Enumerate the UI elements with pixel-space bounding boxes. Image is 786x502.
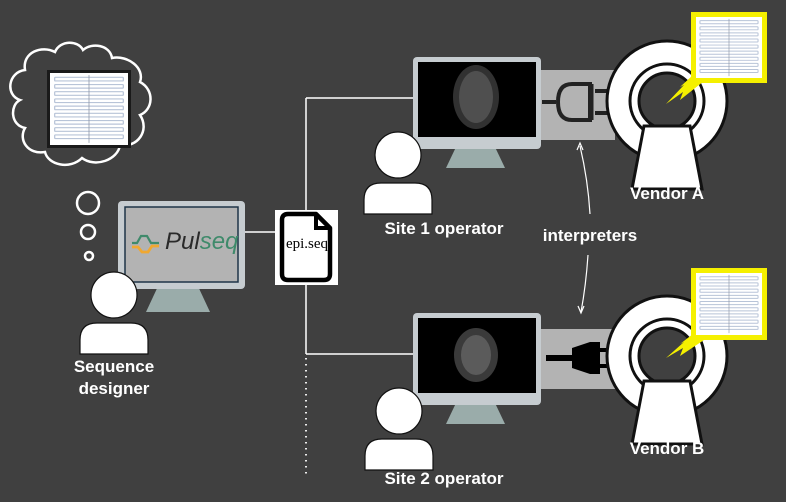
thought-cloud (9, 41, 152, 262)
sequence-diagram-thought (47, 70, 131, 148)
interpreters-label: interpreters (542, 226, 638, 245)
vendor-a-sequence-doc (666, 12, 767, 104)
site1-monitor (413, 57, 615, 168)
site2-operator-label: Site 2 operator (384, 469, 504, 488)
seq-file-icon (275, 210, 338, 285)
seq-file-name: epi.seq (285, 236, 329, 252)
vendor-b-label: Vendor B (629, 439, 705, 458)
vendor-a-label: Vendor A (630, 184, 704, 203)
interpreter-arrows (576, 141, 591, 315)
site1-operator-label: Site 1 operator (384, 219, 504, 238)
designer-label-line2: designer (78, 379, 150, 398)
pulseq-text-part1: Pul (165, 228, 200, 255)
vendor-b-sequence-doc (666, 268, 767, 358)
site2-monitor (413, 313, 615, 424)
pulseq-text-part2: seq (199, 228, 239, 255)
designer-monitor (118, 201, 245, 312)
designer-label-line1: Sequence (73, 357, 155, 376)
pulseq-logo-icon (132, 234, 159, 254)
pulseq-logo-text: Pulseq (165, 228, 238, 256)
